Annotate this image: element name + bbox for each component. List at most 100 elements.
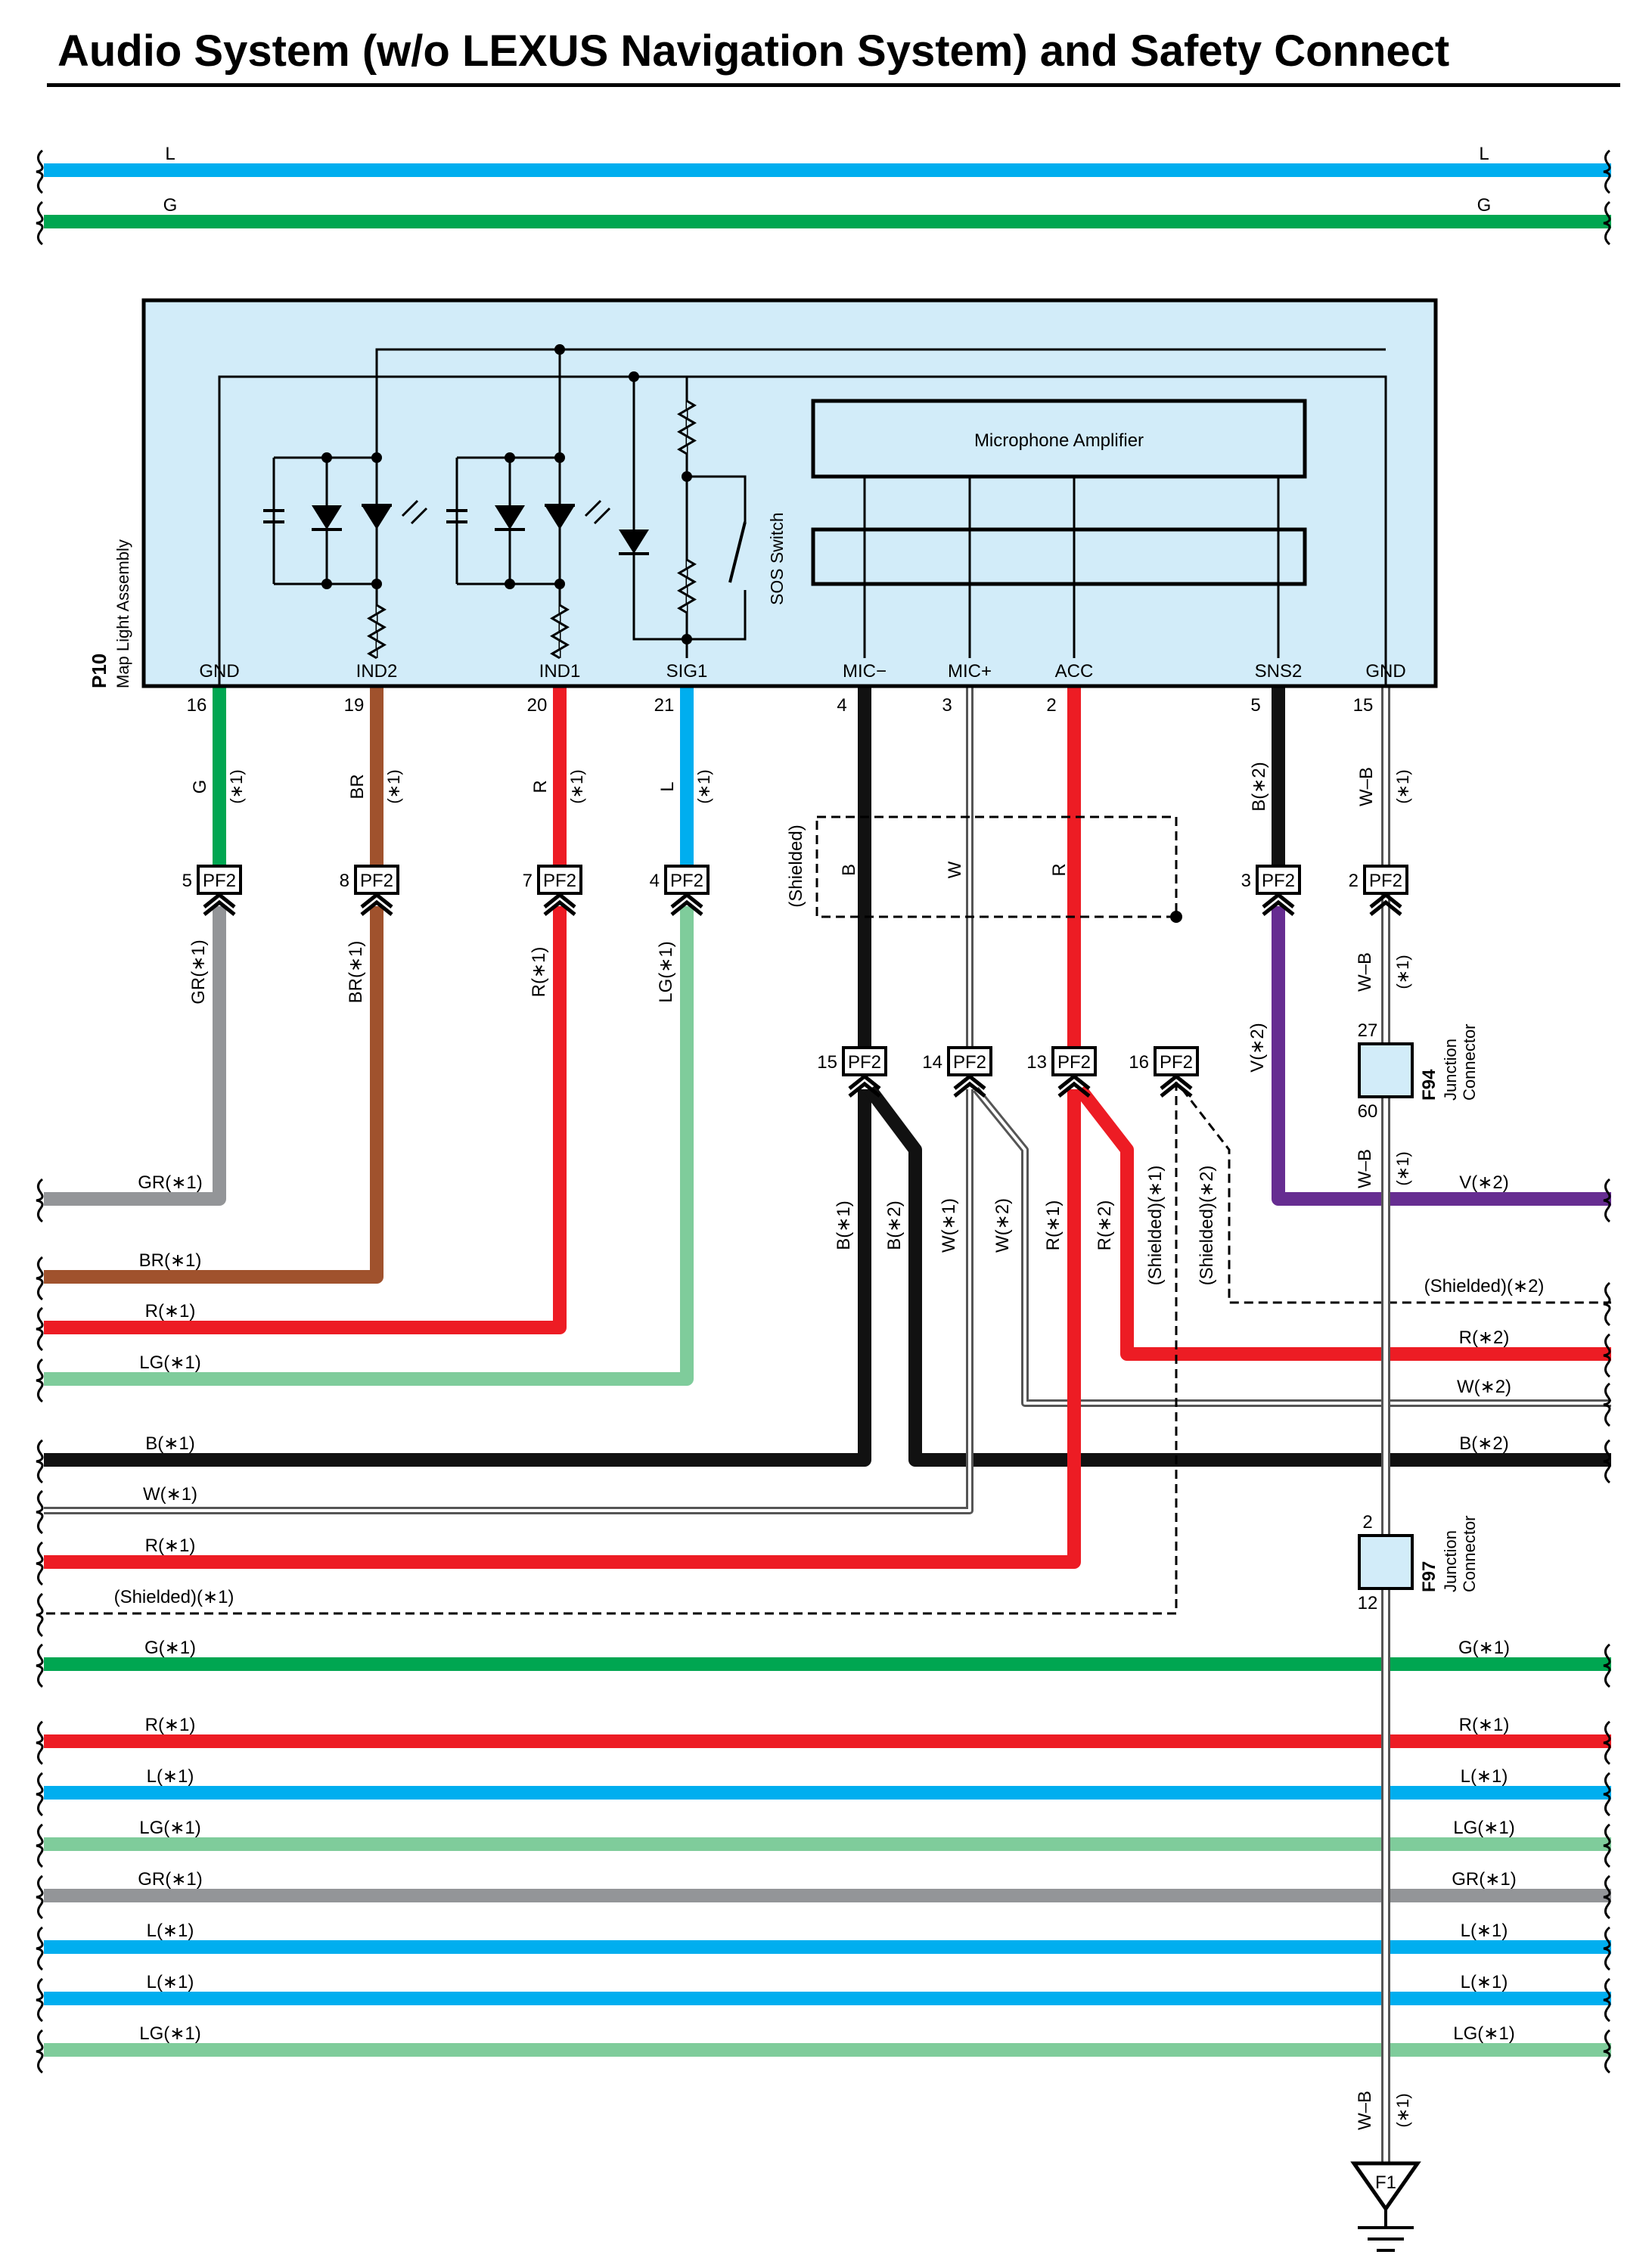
- bus-wire-label-right: G(∗1): [1458, 1638, 1510, 1658]
- shield-wire-label: B: [839, 864, 859, 876]
- left-wire-break: [36, 1823, 44, 1868]
- lower-wire-label: W(∗1): [939, 1198, 959, 1253]
- pin-name-gnd: GND: [1365, 661, 1405, 682]
- connector-pf2-upper-name: PF2: [203, 871, 236, 891]
- right-wire-break: [1603, 200, 1611, 246]
- right-wire-break: [1603, 2029, 1611, 2074]
- connector-pf2-lower-box: [1051, 1046, 1097, 1076]
- right-wire-label: V(∗2): [1459, 1172, 1508, 1193]
- ind2-led-group-dot: [321, 452, 332, 463]
- internal-ind2-rail: [375, 348, 1386, 658]
- component-name: Map Light Assembly: [113, 539, 132, 688]
- left-wire-break: [36, 1926, 44, 1971]
- page-title: Audio System (w/o LEXUS Navigation Syste…: [57, 26, 1450, 76]
- top-wire-label-left: G: [163, 195, 178, 216]
- lower-wire-label: B(∗1): [834, 1200, 854, 1250]
- junction-dot: [682, 471, 692, 482]
- connector-pf2-upper-box: [537, 865, 582, 895]
- left-wire-break: [36, 200, 44, 246]
- connector-pf2-upper-name: PF2: [543, 871, 576, 891]
- wire-r1: [44, 1089, 1081, 1569]
- wire-r2: [1074, 1085, 1611, 1361]
- left-wire-break: [36, 1720, 44, 1765]
- junction-pin-bottom: 12: [1358, 1593, 1378, 1613]
- left-wire-break: [36, 1489, 44, 1535]
- ind2-resistor: [367, 604, 387, 660]
- connector-pf2-lower: PF2: [947, 1046, 992, 1096]
- pin-num-5: 5: [1250, 695, 1260, 716]
- pin-wire-label: BR: [347, 774, 368, 799]
- connector-pf2-lower-pin: 13: [1026, 1052, 1047, 1073]
- junction-name2: Connector: [1460, 1515, 1479, 1592]
- pin-wire-note: (∗1): [1393, 769, 1412, 803]
- bus-wire-label-left: L(∗1): [147, 1921, 194, 1941]
- left-wire-label: R(∗1): [145, 1536, 196, 1556]
- left-wire-break: [36, 1874, 44, 1920]
- pin-name-ind1: IND1: [539, 661, 581, 682]
- left-wire-break: [36, 1439, 44, 1484]
- wb-note: (∗1): [1393, 955, 1412, 989]
- wire-b2: [864, 1085, 1611, 1467]
- wb-label: W–B: [1355, 952, 1375, 992]
- wire-upper-2: [44, 906, 567, 1334]
- connector-pf2-upper-name: PF2: [1369, 871, 1402, 891]
- left-wire-label: GR(∗1): [138, 1172, 202, 1193]
- bus-wire-label-right: LG(∗1): [1453, 1818, 1514, 1838]
- left-wire-label: R(∗1): [145, 1301, 196, 1321]
- bus-wire-label-left: LG(∗1): [139, 2023, 200, 2044]
- internal-sig1-rail: [632, 377, 688, 658]
- left-wire-break: [36, 1977, 44, 2023]
- pin-name-mic+: MIC+: [948, 661, 992, 682]
- sos-resistor-top: [677, 399, 697, 455]
- right-wire-break: [1603, 1178, 1611, 1223]
- left-wire-break: [36, 1643, 44, 1688]
- ind2-led-group-dot: [371, 579, 382, 589]
- left-wire-label: (Shielded)(∗1): [114, 1587, 234, 1607]
- junction-pin-bottom: 60: [1358, 1101, 1378, 1122]
- pin-wire-label: L: [657, 781, 678, 791]
- ind2-led-group-dot: [321, 579, 332, 589]
- junction-connector-f97: [1358, 1534, 1414, 1590]
- bus-wire-label-left: R(∗1): [145, 1715, 196, 1735]
- pin-name-mic−: MIC−: [843, 661, 887, 682]
- bus-wire-label-left: LG(∗1): [139, 1818, 200, 1838]
- connector-pf2-lower-name: PF2: [1057, 1052, 1091, 1073]
- shield-wire-label: W: [945, 861, 965, 878]
- pin-name-sns2: SNS2: [1255, 661, 1303, 682]
- wb-note-3: (∗1): [1393, 2093, 1412, 2127]
- connector-pf2-upper-pin: 3: [1241, 871, 1251, 891]
- lower-wire-label: W(∗2): [992, 1198, 1013, 1253]
- ground-icon: [1358, 2209, 1414, 2252]
- bus-wire-label-left: L(∗1): [147, 1972, 194, 1992]
- upper-wire-label: LG(∗1): [656, 941, 676, 1002]
- shield-drain-dot: [1170, 911, 1182, 923]
- ind1-led-group-zener: [495, 505, 525, 529]
- connector-pf2-lower: PF2: [1051, 1046, 1097, 1096]
- pin-name-ind2: IND2: [356, 661, 398, 682]
- wires-layer: [44, 163, 1611, 2194]
- wire-shield1: [44, 1082, 1178, 1615]
- wire-upper-1: [44, 906, 384, 1284]
- bus-wire-label-right: L(∗1): [1461, 1921, 1508, 1941]
- bus-wire-label-left: G(∗1): [144, 1638, 196, 1658]
- junction-dot: [682, 634, 692, 644]
- left-wire-label: LG(∗1): [139, 1352, 200, 1373]
- upper-wire-label: R(∗1): [529, 947, 549, 998]
- right-wire-break: [1603, 1720, 1611, 1765]
- connector-pf2-lower-pin: 15: [817, 1052, 837, 1073]
- ind1-led-group-led-rays: [584, 499, 611, 525]
- ind2-led-group-dot: [371, 452, 382, 463]
- connector-pf2-upper-pin: 4: [650, 871, 660, 891]
- connector-pf2-upper: PF2: [354, 865, 399, 915]
- right-wire-break: [1603, 1382, 1611, 1427]
- ind1-led-group-led: [545, 505, 575, 529]
- shield-box: [815, 815, 1178, 918]
- upper-wire-label: GR(∗1): [188, 939, 209, 1004]
- right-wire-break: [1603, 1333, 1611, 1378]
- ind2-led-group-led: [362, 505, 392, 529]
- top-wire-label-right: G: [1477, 195, 1492, 216]
- v2-wire-label: V(∗2): [1247, 1023, 1268, 1072]
